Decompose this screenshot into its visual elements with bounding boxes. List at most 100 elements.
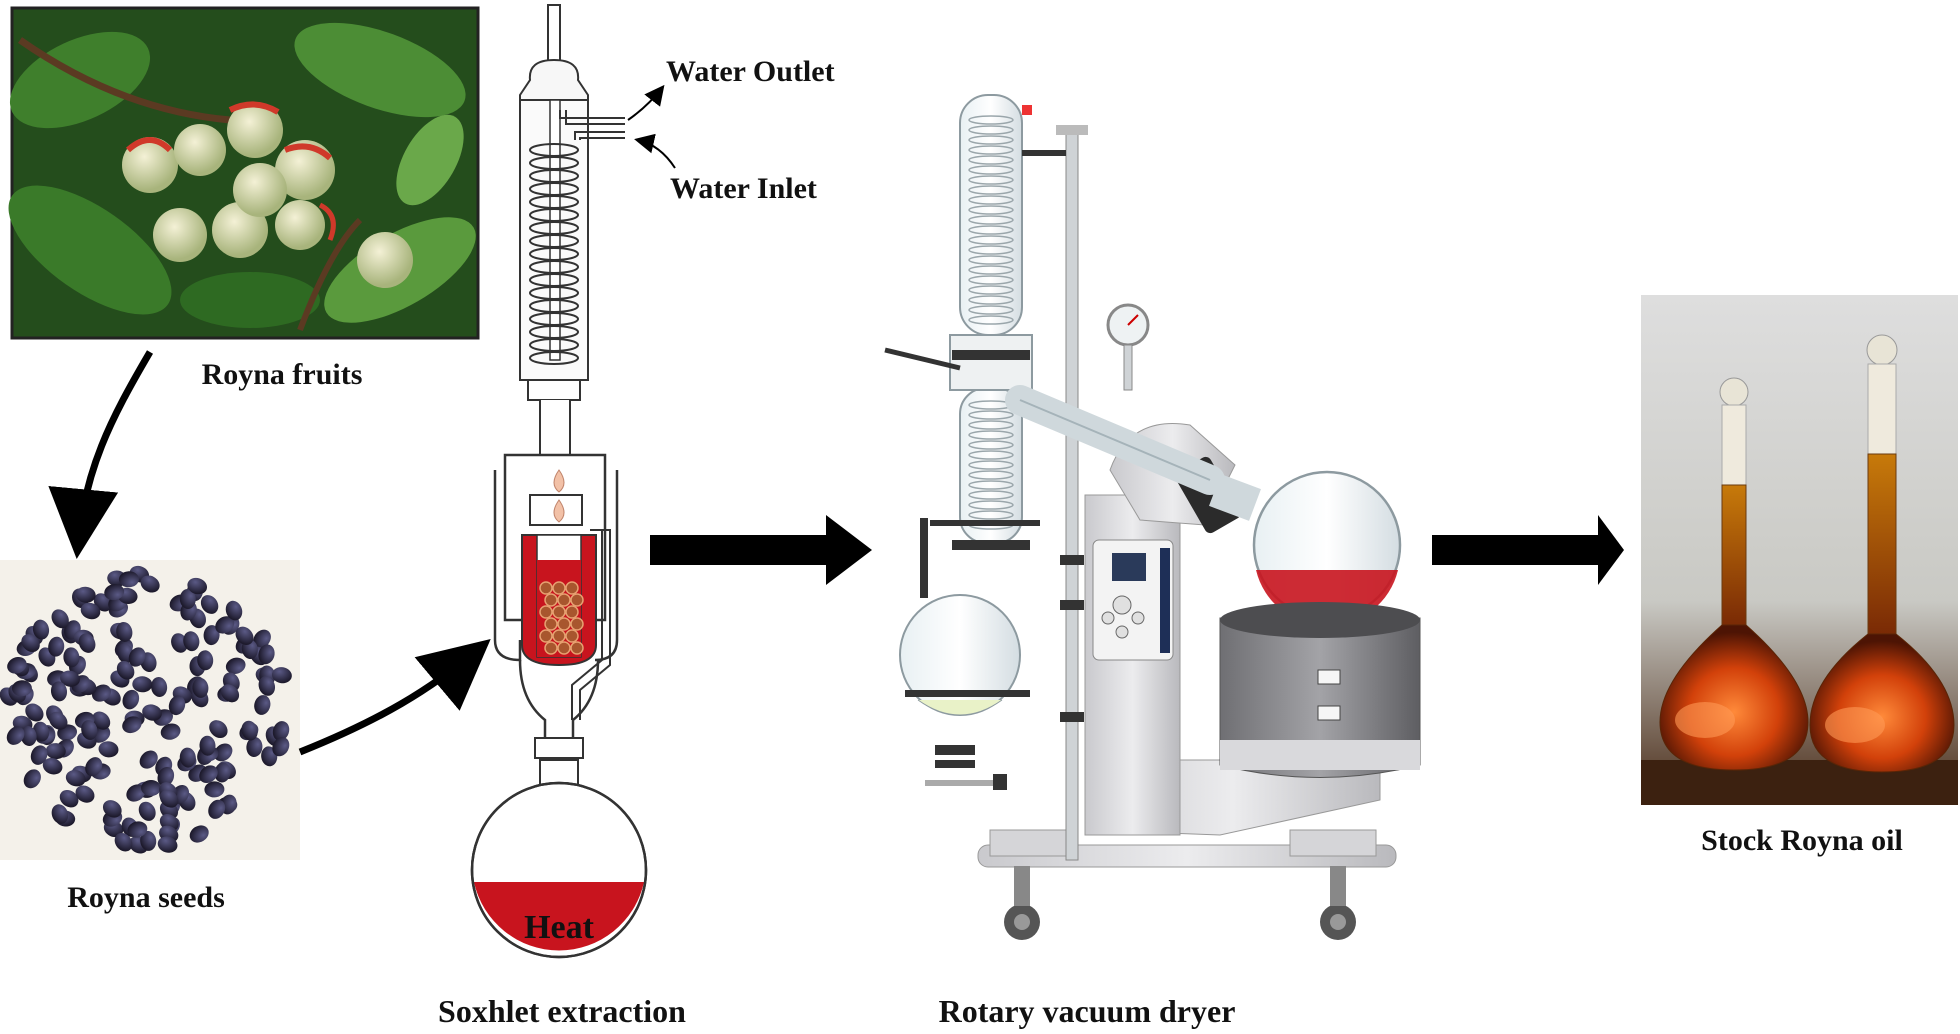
seed: [21, 634, 40, 653]
seed: [199, 765, 218, 784]
volumetric-flask-2: [1809, 334, 1955, 773]
royna-seeds-photo: [0, 560, 300, 860]
seed: [20, 726, 37, 746]
seed: [118, 571, 139, 588]
seed: [271, 667, 292, 684]
rotary-vacuum-dryer-label: Rotary vacuum dryer: [939, 993, 1236, 1029]
condenser-coil: [529, 143, 579, 365]
seed: [160, 723, 181, 740]
seed: [140, 575, 160, 593]
seed: [139, 750, 158, 769]
thimble-seeds: [539, 581, 584, 655]
seed: [32, 619, 50, 640]
seed: [32, 721, 50, 742]
seed: [48, 636, 65, 657]
seed: [7, 656, 27, 674]
seed: [98, 741, 119, 758]
arrow-water-inlet: [634, 133, 676, 169]
seed: [65, 770, 86, 787]
seed: [59, 789, 79, 808]
royna-seeds-label: Royna seeds: [67, 881, 225, 914]
seed: [50, 681, 68, 702]
seed: [220, 684, 240, 703]
seed: [30, 745, 48, 765]
seed: [179, 589, 196, 609]
seed: [127, 821, 148, 838]
seed: [258, 676, 276, 696]
seed: [42, 757, 63, 775]
seed: [215, 616, 235, 634]
seed: [208, 799, 226, 819]
seed: [157, 836, 178, 853]
seed: [183, 631, 200, 652]
arrow-fruits-to-seeds: [48, 350, 154, 559]
seed: [122, 716, 142, 734]
seed: [102, 800, 122, 818]
seed: [235, 626, 254, 645]
rotary-vacuum-dryer-image: [884, 94, 1421, 940]
seed: [80, 602, 101, 620]
seed: [114, 832, 133, 852]
royna-fruits-label: Royna fruits: [202, 358, 363, 391]
seed: [92, 711, 111, 730]
seed: [258, 644, 275, 665]
seed: [81, 720, 98, 740]
seed: [225, 657, 246, 674]
seed: [45, 743, 66, 760]
seed: [253, 629, 271, 649]
seed: [204, 781, 225, 798]
seed: [122, 689, 140, 710]
seed: [272, 737, 290, 757]
seed: [189, 825, 209, 843]
rotary-condenser-coil: [968, 115, 1014, 325]
arrow-water-outlet: [627, 84, 665, 121]
stock-royna-oil-photo: [1641, 295, 1958, 805]
seed: [126, 784, 146, 802]
seed: [200, 595, 219, 614]
volumetric-flask-1: [1659, 377, 1809, 771]
soxhlet-extraction-label: Soxhlet extraction: [438, 993, 686, 1029]
water-outlet-label: Water Outlet: [666, 55, 835, 88]
seed: [116, 660, 135, 680]
seed: [116, 621, 133, 642]
seed: [75, 785, 95, 803]
seed: [104, 584, 125, 601]
seed: [187, 577, 208, 595]
seed: [138, 801, 156, 821]
seed: [49, 711, 68, 730]
arrow-seeds-to-soxhlet: [298, 638, 491, 756]
seed: [225, 600, 243, 621]
seed: [75, 586, 96, 603]
arrow-soxhlet-to-rotary: [650, 515, 872, 585]
seed: [214, 743, 233, 762]
seed: [60, 670, 80, 687]
seed: [132, 676, 153, 693]
water-inlet-label: Water Inlet: [670, 172, 817, 205]
seed: [51, 609, 69, 629]
seed: [128, 647, 146, 667]
seed: [209, 720, 228, 739]
seed: [23, 769, 41, 789]
seed: [78, 633, 96, 653]
seed: [142, 704, 162, 721]
seed: [272, 721, 290, 741]
seed: [141, 780, 161, 796]
seed: [199, 735, 216, 756]
seed: [151, 677, 168, 697]
seed: [168, 695, 186, 716]
seed: [197, 650, 214, 671]
seed: [91, 684, 112, 702]
seed: [246, 737, 263, 757]
arrow-rotary-to-oil: [1432, 515, 1624, 585]
seed: [51, 804, 69, 824]
seed: [11, 680, 32, 697]
seed: [179, 747, 196, 768]
seed: [254, 695, 271, 715]
seed: [203, 625, 220, 646]
seed: [63, 647, 80, 668]
soxhlet-apparatus: [470, 4, 648, 959]
royna-fruits-photo: [8, 6, 480, 340]
seed: [6, 726, 25, 745]
seed: [192, 677, 209, 698]
